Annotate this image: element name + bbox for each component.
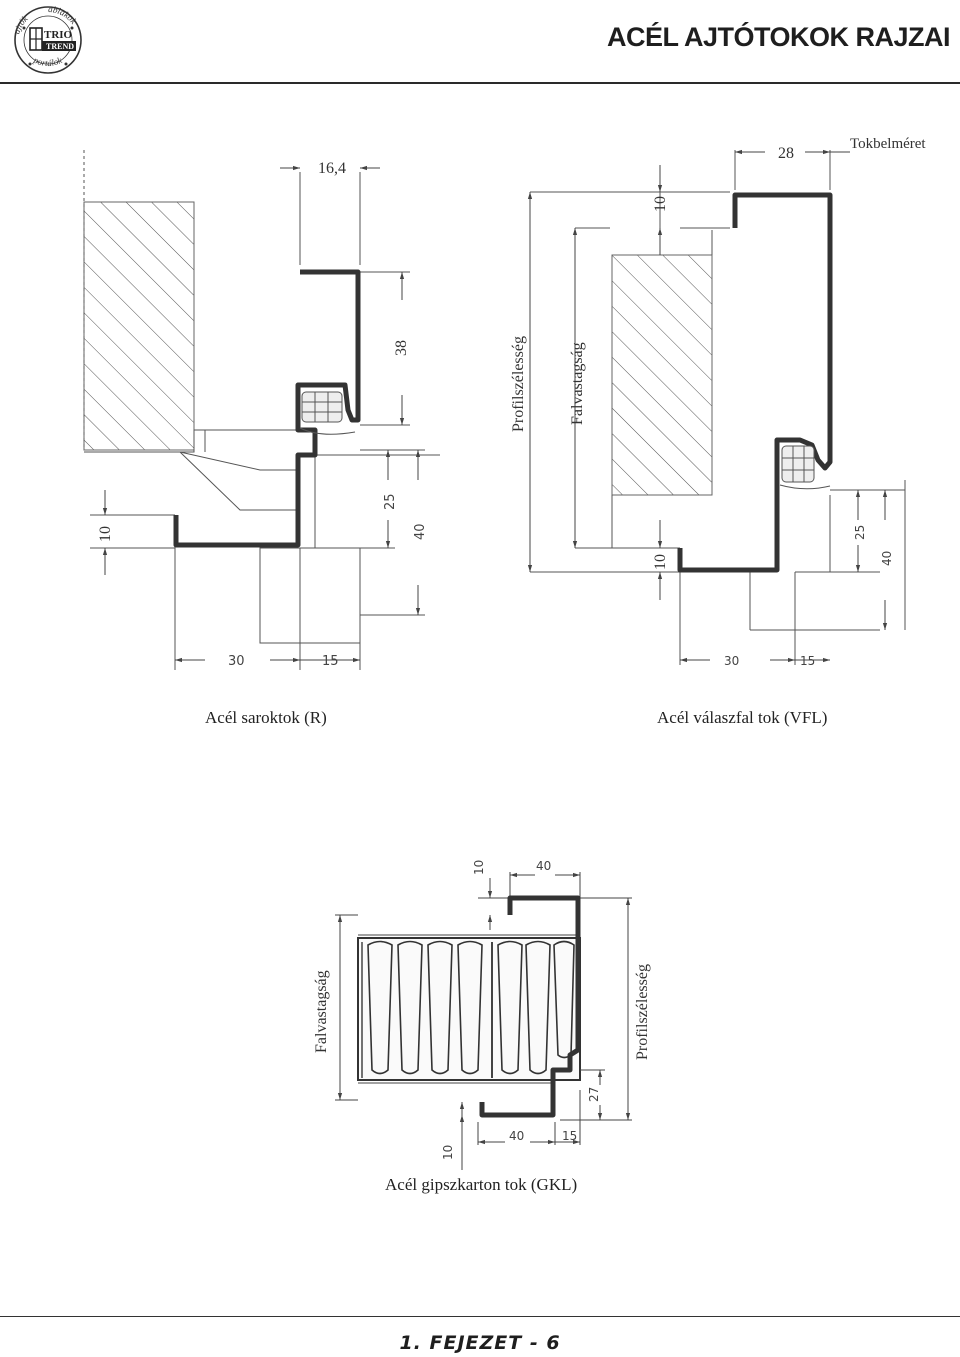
drawing-gipszkarton xyxy=(335,872,632,1145)
dim-r-40: 40 xyxy=(413,523,428,540)
caption-gipszkarton: Acél gipszkarton tok (GKL) xyxy=(385,1175,578,1194)
logo-ring-bottom: portálok xyxy=(31,54,64,68)
caption-saroktok: Acél saroktok (R) xyxy=(205,708,327,727)
profile-valaszfal xyxy=(677,192,833,573)
trio-trend-logo: ajtók ablakok portálok TRIO TREND xyxy=(11,4,82,74)
svg-text:portálok: portálok xyxy=(31,54,64,68)
dim-r-top: 16,4 xyxy=(318,160,346,177)
dim-gkl-bottom-10: 10 xyxy=(441,1145,455,1160)
dim-r-38: 38 xyxy=(393,340,410,356)
label-vfl-profilszelesseg: Profilszélesség xyxy=(510,336,527,432)
dim-vfl-15: 15 xyxy=(800,654,815,668)
dim-vfl-top-10: 10 xyxy=(652,196,669,212)
label-gkl-falvastagsag: Falvastagság xyxy=(313,970,330,1053)
dim-gkl-top-10: 10 xyxy=(472,860,486,875)
dim-r-30: 30 xyxy=(228,654,245,669)
seal-valaszfal xyxy=(779,445,831,490)
page-footer: 1. FEJEZET - 6 xyxy=(399,1332,561,1354)
dim-vfl-bottom-10: 10 xyxy=(652,554,669,570)
label-tokbelmeret: Tokbelméret xyxy=(850,136,926,152)
logo-brand-trio: TRIO xyxy=(44,29,73,41)
dim-r-25: 25 xyxy=(383,493,398,510)
label-gkl-profilszelesseg: Profilszélesség xyxy=(634,964,651,1060)
logo-brand-trend: TREND xyxy=(46,42,74,51)
page-title: ACÉL AJTÓTOKOK RAJZAI xyxy=(606,22,951,52)
technical-drawings: 16,4 38 25 40 10 30 15 xyxy=(83,136,926,1170)
dim-vfl-28: 28 xyxy=(778,145,794,162)
dim-gkl-27: 27 xyxy=(587,1087,601,1102)
seal-saroktok xyxy=(299,391,356,435)
header-divider xyxy=(0,82,960,84)
dim-r-10: 10 xyxy=(97,526,114,542)
profile-gipszkarton xyxy=(479,895,581,1118)
dim-gkl-b15: 15 xyxy=(562,1129,577,1143)
dim-vfl-40: 40 xyxy=(880,551,894,566)
label-vfl-falvastagsag: Falvastagság xyxy=(569,342,586,425)
dim-r-15: 15 xyxy=(322,654,339,669)
dim-gkl-b40: 40 xyxy=(509,1129,524,1143)
drawing-valaszfal xyxy=(530,150,906,665)
dim-vfl-25: 25 xyxy=(853,525,867,540)
dim-gkl-top-40: 40 xyxy=(536,859,551,873)
drawing-saroktok xyxy=(83,150,440,670)
profile-saroktok xyxy=(173,269,361,548)
footer-divider xyxy=(0,1316,960,1317)
caption-valaszfal: Acél válaszfal tok (VFL) xyxy=(657,708,828,727)
dim-vfl-30: 30 xyxy=(724,654,739,668)
